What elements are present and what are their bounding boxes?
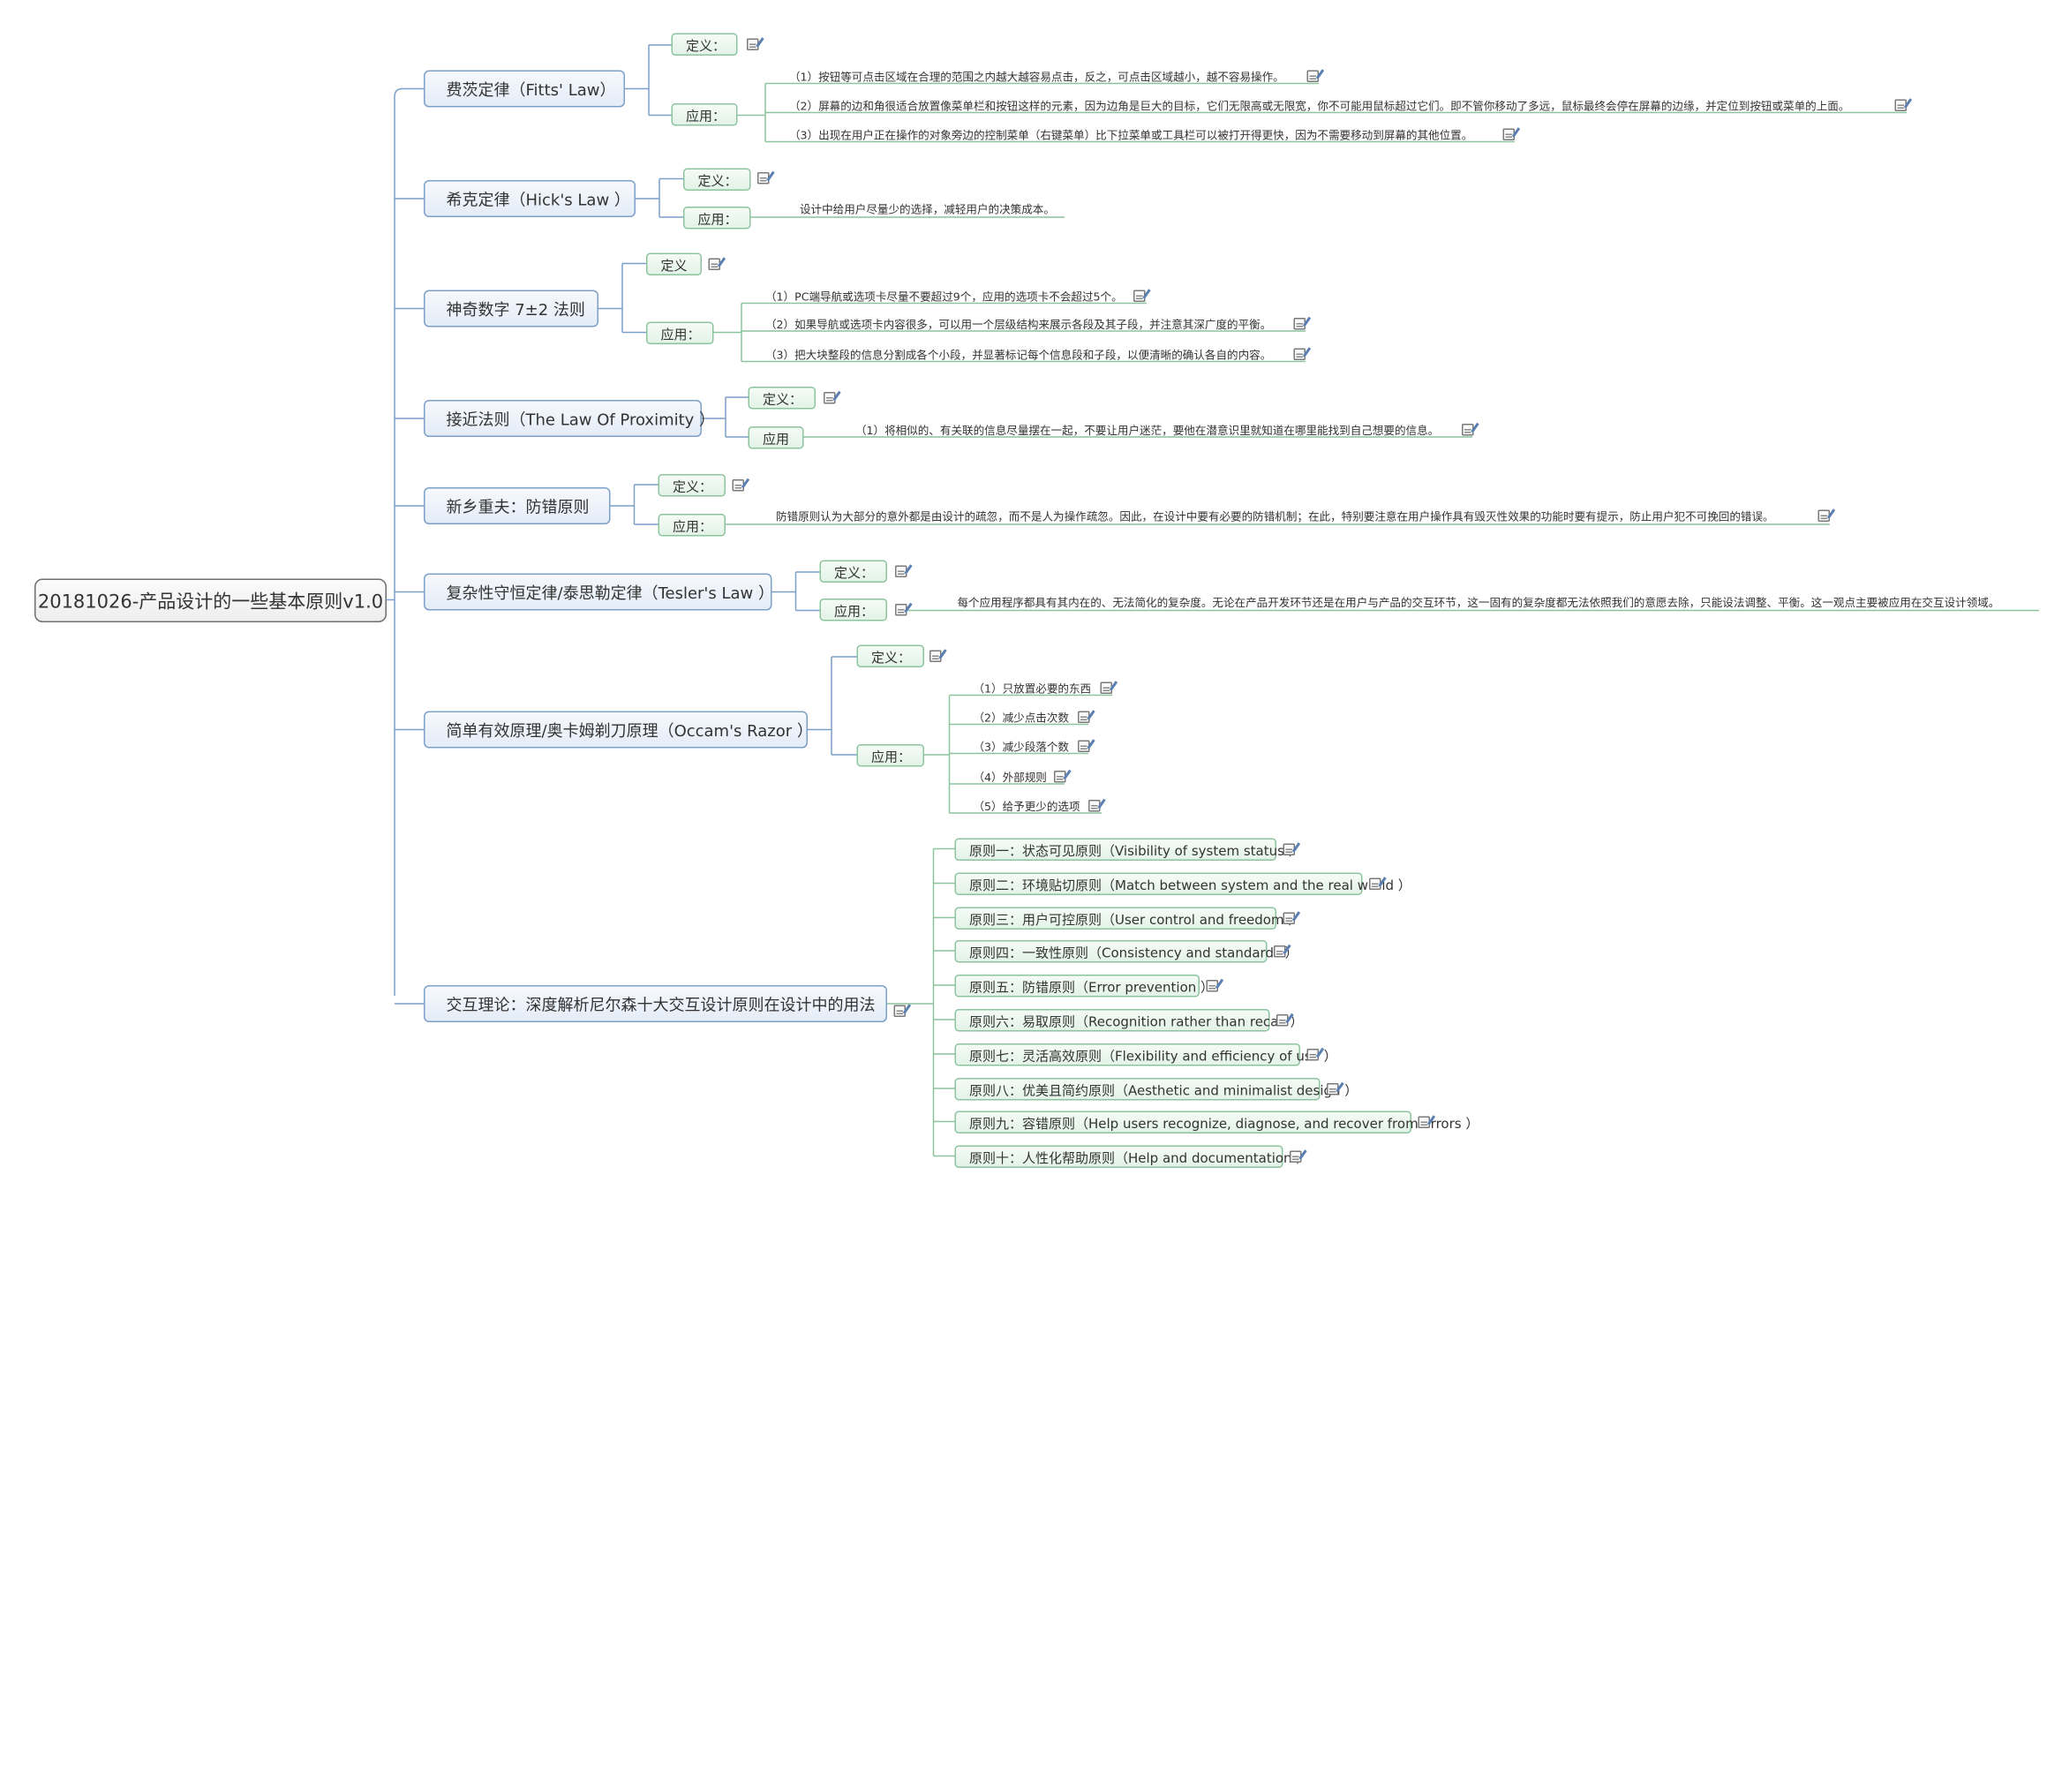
principle-1[interactable]: 原则一：状态可见原则（Visibility of system status ） (954, 838, 1302, 861)
leaf-magic-1[interactable]: （1）PC端导航或选项卡尽量不要超过9个，应用的选项卡不会超过5个。 (765, 290, 1123, 304)
subtopic-hick-definition[interactable]: 定义： (683, 168, 751, 191)
subtopic-tesler-definition[interactable]: 定义： (819, 560, 887, 583)
subtopic-tesler-application[interactable]: 应用： (819, 599, 887, 621)
subtopic-occam-application[interactable]: 应用： (856, 744, 924, 767)
principle-3[interactable]: 原则三：用户可控原则（User control and freedom ） (954, 907, 1301, 930)
note-icon[interactable] (1293, 318, 1306, 330)
note-icon[interactable] (929, 650, 942, 662)
principle-6[interactable]: 原则六：易取原则（Recognition rather than recall … (954, 1009, 1303, 1032)
leaf-errorproof-1[interactable]: 防错原则认为大部分的意外都是由设计的疏忽，而不是人为操作疏忽。因此，在设计中要有… (776, 509, 1774, 523)
topic-magic-number[interactable]: 神奇数字 7±2 法则 (424, 290, 598, 328)
branch-connector (394, 87, 424, 97)
principle-5[interactable]: 原则五：防错原则（Error prevention ） (954, 975, 1214, 998)
subtopic-errorproof-application[interactable]: 应用： (658, 514, 726, 537)
leaf-fitts-2[interactable]: （2）屏幕的边和角很适合放置像菜单栏和按钮这样的元素，因为边角是巨大的目标，它们… (789, 99, 1850, 113)
leaf-magic-2[interactable]: （2）如果导航或选项卡内容很多，可以用一个层级结构来展示各段及其子段，并注意其深… (765, 318, 1272, 331)
note-icon[interactable] (1369, 877, 1381, 890)
leaf-fitts-3[interactable]: （3）出现在用户正在操作的对象旁边的控制菜单（右键菜单）比下拉菜单或工具栏可以被… (789, 128, 1473, 142)
note-icon[interactable] (895, 604, 907, 616)
note-icon[interactable] (1078, 711, 1090, 723)
note-icon[interactable] (1290, 1150, 1302, 1163)
note-icon[interactable] (895, 565, 907, 577)
leaf-occam-3[interactable]: （3）减少段落个数 (973, 740, 1069, 754)
principle-9[interactable]: 原则九：容错原则（Help users recognize, diagnose,… (954, 1111, 1479, 1133)
note-icon[interactable] (1502, 128, 1515, 140)
note-icon[interactable] (1327, 1083, 1339, 1096)
note-icon[interactable] (1306, 70, 1319, 82)
leaf-fitts-1[interactable]: （1）按钮等可点击区域在合理的范围之内越大越容易点击，反之，可点击区域越小，越不… (789, 70, 1284, 84)
principle-7[interactable]: 原则七：灵活高效原则（Flexibility and efficiency of… (954, 1043, 1337, 1066)
topic-teslers-law[interactable]: 复杂性守恒定律/泰思勒定律（Tesler's Law ） (424, 573, 774, 611)
subtopic-fitts-application[interactable]: 应用： (671, 103, 738, 126)
note-icon[interactable] (1283, 843, 1295, 855)
leaf-occam-4[interactable]: （4）外部规则 (973, 771, 1047, 784)
note-icon[interactable] (1894, 99, 1907, 111)
topic-law-of-proximity[interactable]: 接近法则（The Law Of Proximity ） (424, 400, 715, 437)
subtopic-errorproof-definition[interactable]: 定义： (658, 474, 726, 497)
note-icon[interactable] (1088, 800, 1101, 812)
leaf-occam-2[interactable]: （2）减少点击次数 (973, 711, 1069, 725)
subtopic-magic-application[interactable]: 应用： (646, 321, 714, 344)
root-topic[interactable]: 20181026-产品设计的一些基本原则v1.0 (34, 578, 387, 622)
note-icon[interactable] (1462, 424, 1474, 436)
note-icon[interactable] (1206, 980, 1218, 992)
subtopic-occam-definition[interactable]: 定义： (856, 644, 924, 667)
note-icon[interactable] (1283, 912, 1295, 924)
note-icon[interactable] (708, 258, 720, 270)
subtopic-proximity-application[interactable]: 应用 (748, 426, 804, 449)
note-icon[interactable] (1306, 1049, 1319, 1061)
leaf-proximity-1[interactable]: （1）将相似的、有关联的信息尽量摆在一起，不要让用户迷茫，要他在潜意识里就知道在… (855, 424, 1440, 437)
subtopic-hick-application[interactable]: 应用： (683, 207, 751, 230)
leaf-occam-1[interactable]: （1）只放置必要的东西 (973, 681, 1092, 696)
principle-2[interactable]: 原则二：环境贴切原则（Match between system and the … (954, 872, 1411, 895)
note-icon[interactable] (1274, 945, 1286, 958)
leaf-magic-3[interactable]: （3）把大块整段的信息分割成各个小段，并显著标记每个信息段和子段，以便清晰的确认… (765, 348, 1272, 362)
note-icon[interactable] (747, 38, 759, 50)
subtopic-fitts-definition[interactable]: 定义： (671, 33, 738, 56)
topic-fitts-law[interactable]: 费茨定律（Fitts' Law） (424, 70, 625, 108)
note-icon[interactable] (893, 1005, 906, 1017)
topic-nielsen-heuristics[interactable]: 交互理论：深度解析尼尔森十大交互设计原则在设计中的用法 (424, 985, 887, 1022)
principle-10[interactable]: 原则十：人性化帮助原则（Help and documentation ） (954, 1145, 1309, 1168)
leaf-hick-1[interactable]: 设计中给用户尽量少的选择，减轻用户的决策成本。 (800, 202, 1055, 216)
note-icon[interactable] (1276, 1014, 1289, 1027)
subtopic-proximity-definition[interactable]: 定义： (748, 387, 816, 410)
note-icon[interactable] (1293, 348, 1306, 360)
topic-error-proofing[interactable]: 新乡重夫：防错原则 (424, 487, 611, 524)
note-icon[interactable] (1100, 681, 1112, 694)
topic-hicks-law[interactable]: 希克定律（Hick's Law ） (424, 180, 636, 217)
note-icon[interactable] (732, 479, 744, 492)
principle-8[interactable]: 原则八：优美且简约原则（Aesthetic and minimalist des… (954, 1078, 1358, 1101)
principle-4[interactable]: 原则四：一致性原则（Consistency and standards ） (954, 940, 1298, 963)
note-icon[interactable] (1078, 740, 1090, 752)
leaf-tesler-1[interactable]: 每个应用程序都具有其内在的、无法简化的复杂度。无论在产品开发环节还是在用户与产品… (957, 596, 2000, 609)
note-icon[interactable] (757, 172, 770, 184)
note-icon[interactable] (1054, 771, 1066, 783)
topic-occams-razor[interactable]: 简单有效原理/奥卡姆剃刀原理（Occam's Razor ） (424, 711, 813, 749)
note-icon[interactable] (824, 392, 836, 404)
note-icon[interactable] (1133, 290, 1146, 302)
leaf-occam-5[interactable]: （5）给予更少的选项 (973, 800, 1080, 813)
subtopic-magic-definition[interactable]: 定义 (646, 252, 702, 275)
note-icon[interactable] (1817, 509, 1830, 522)
connector-lines (387, 44, 2039, 1157)
note-icon[interactable] (1418, 1116, 1430, 1128)
